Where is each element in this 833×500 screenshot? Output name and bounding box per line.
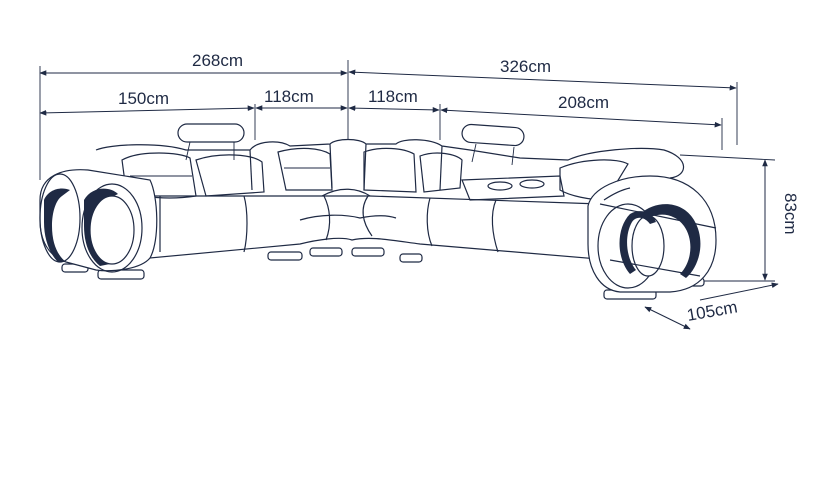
label-208: 208cm (558, 93, 609, 112)
label-118-left: 118cm (264, 87, 314, 106)
seat-front (149, 195, 611, 261)
back-cushion-2 (195, 154, 265, 197)
label-105: 105cm (685, 297, 739, 325)
leg-3 (351, 247, 385, 257)
center-console (461, 175, 565, 201)
label-150: 150cm (118, 89, 169, 108)
dim-line-326 (348, 69, 737, 91)
label-118-right: 118cm (368, 87, 418, 106)
back-cushion-5 (419, 152, 463, 193)
label-83: 83cm (781, 193, 800, 235)
dim-line-150 (39, 105, 255, 116)
dim-line-208 (440, 107, 722, 128)
dim-line-105 (644, 306, 691, 330)
headrest-left (177, 123, 245, 143)
sofa-backrest (95, 138, 685, 179)
label-268: 268cm (192, 51, 243, 70)
dimension-lines (39, 60, 779, 330)
right-armrest (587, 175, 717, 293)
leg-1 (267, 251, 303, 261)
headrest-right (461, 123, 525, 147)
leg-4 (399, 253, 423, 263)
corner-sofa (39, 123, 717, 300)
dim-line-105-b (699, 282, 779, 301)
leg-2 (309, 247, 343, 257)
dim-line-118-right (348, 105, 440, 113)
label-326: 326cm (500, 57, 551, 76)
back-cushion-3 (277, 147, 333, 191)
back-cushion-4 (363, 147, 417, 193)
left-armrest (39, 169, 158, 273)
